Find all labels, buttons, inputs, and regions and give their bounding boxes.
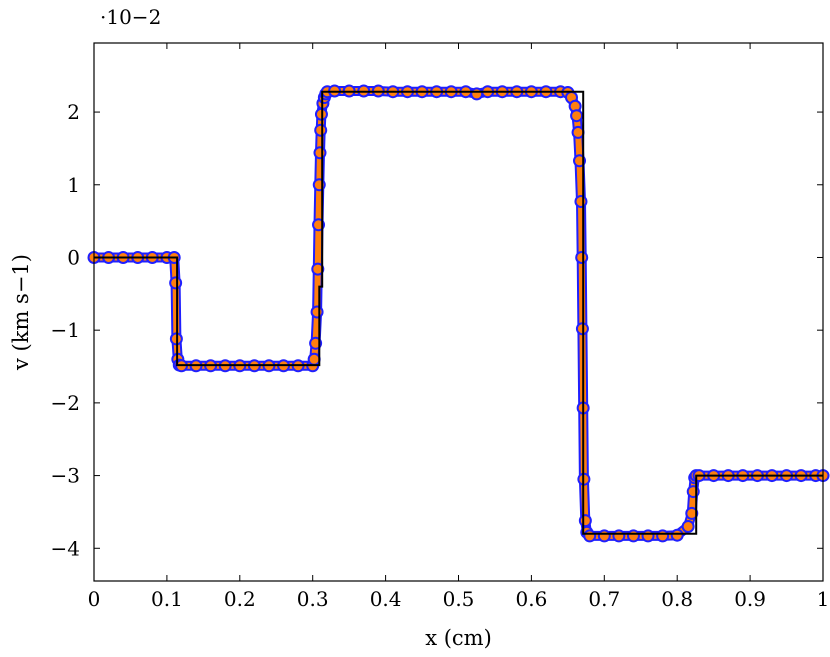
x-tick-label: 0.6: [515, 587, 547, 611]
y-tick-label: −2: [51, 391, 80, 415]
simulation-point: [583, 529, 597, 543]
simulation-point: [169, 276, 183, 290]
simulation-point: [313, 146, 327, 160]
simulation-point: [575, 250, 589, 264]
y-scale-note: ·10−2: [100, 5, 161, 29]
simulation-point: [310, 305, 324, 319]
simulation-point: [656, 529, 670, 543]
x-axis-label: x (cm): [425, 626, 492, 650]
simulation-point: [641, 529, 655, 543]
plot-marks: [87, 84, 830, 543]
y-tick-label: 2: [67, 100, 80, 124]
x-tick-label: 0.2: [224, 587, 256, 611]
exact-solution-line: [94, 90, 823, 535]
x-tick-label: 0.5: [443, 587, 475, 611]
simulation-point: [307, 352, 321, 366]
x-tick-label: 0.4: [370, 587, 402, 611]
simulation-point: [685, 506, 699, 520]
x-tick-label: 1: [817, 587, 830, 611]
simulation-point: [470, 87, 484, 101]
y-tick-label: −3: [51, 464, 80, 488]
simulation-point: [571, 125, 585, 139]
simulation-point: [314, 123, 328, 137]
simulation-point: [681, 519, 695, 533]
y-tick-label: −1: [51, 318, 80, 342]
simulation-point: [570, 109, 584, 123]
x-tick-label: 0: [88, 587, 101, 611]
x-tick-label: 0.3: [297, 587, 329, 611]
x-tick-label: 0.7: [588, 587, 620, 611]
simulation-point: [670, 528, 684, 542]
simulation-point: [311, 262, 325, 276]
plot-frame: [93, 42, 824, 582]
y-tick-label: 1: [67, 173, 80, 197]
y-tick-label: −4: [51, 536, 80, 560]
simulation-point: [597, 529, 611, 543]
y-axis-label: v (km s−1): [9, 254, 33, 371]
simulation-point: [626, 529, 640, 543]
simulation-point: [574, 194, 588, 208]
simulation-point: [578, 514, 592, 528]
x-tick-label: 0.8: [661, 587, 693, 611]
axis-ticks: 0 0.1 0.2 0.3 0.4 0.5 0.6 0.7 0.8 0.9 1 −4 −3 −2 −1 0 1 2: [51, 43, 830, 611]
x-tick-label: 0.1: [151, 587, 183, 611]
y-tick-label: 0: [67, 245, 80, 269]
simulation-point: [612, 529, 626, 543]
x-tick-label: 0.9: [734, 587, 766, 611]
